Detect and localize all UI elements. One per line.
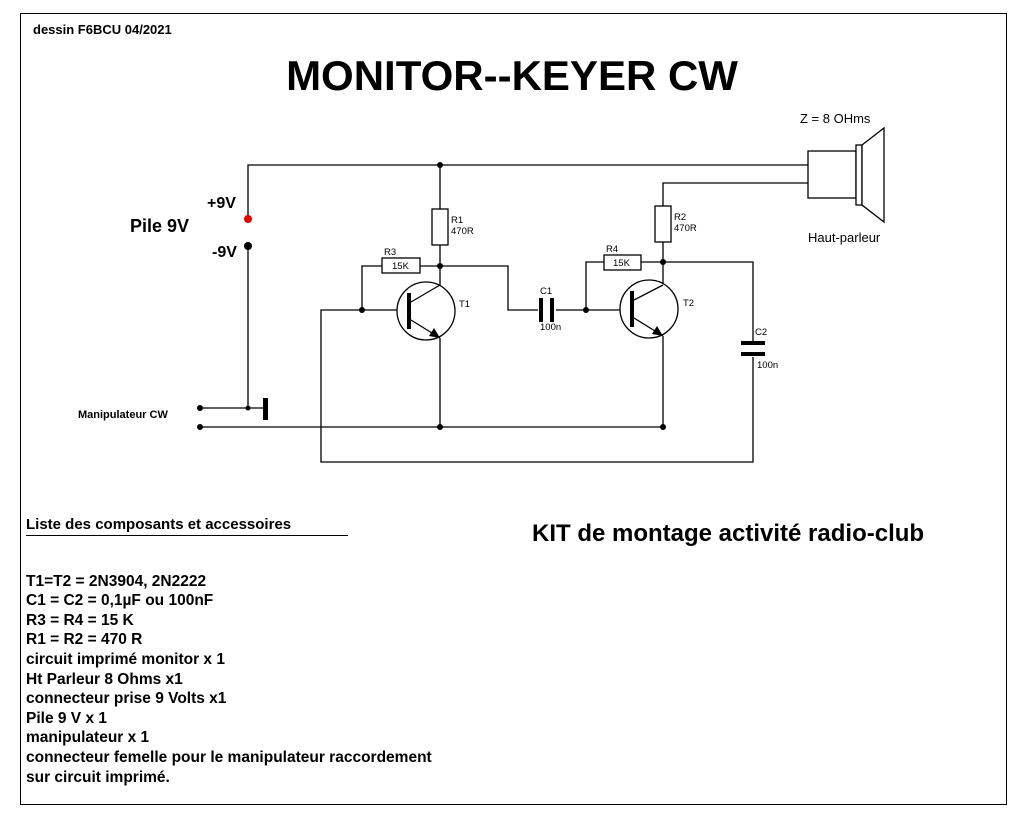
parts-list-item: connecteur prise 9 Volts x1 xyxy=(26,690,227,708)
t1-to-c1-wire xyxy=(440,265,538,311)
r2-ref: R2 xyxy=(674,212,686,223)
parts-list-item xyxy=(26,552,432,572)
junction-dot xyxy=(583,307,589,313)
battery-label: Pile 9V xyxy=(130,216,190,236)
transistor-t1 xyxy=(396,281,456,341)
resistor-r3 xyxy=(381,257,421,274)
r2-value: 470R xyxy=(674,223,697,234)
junction-dot xyxy=(437,263,443,269)
capacitor-c2-plate xyxy=(741,341,765,345)
drawing-credit: dessin F6BCU 04/2021 xyxy=(33,22,172,37)
capacitor-c1-plate xyxy=(550,298,554,322)
parts-list-item: sur circuit imprimé. xyxy=(26,768,170,786)
drawing-frame xyxy=(20,13,1007,805)
parts-list-item: Ht Parleur 8 Ohms x1 xyxy=(26,670,183,688)
t1-ref: T1 xyxy=(459,299,470,310)
c1-value: 100n xyxy=(540,322,561,333)
page-title: MONITOR--KEYER CW xyxy=(286,52,738,99)
junction-dot xyxy=(660,424,666,430)
speaker-impedance: Z = 8 OHms xyxy=(800,111,871,126)
r4-left-wire xyxy=(585,261,604,310)
parts-heading: Liste des composants et accessoires xyxy=(26,516,292,533)
junction-dot xyxy=(245,405,251,411)
junction-dot xyxy=(359,307,365,313)
parts-list-item: connecteur femelle pour le manipulateur … xyxy=(26,748,432,766)
parts-list-item: T1=T2 = 2N3904, 2N2222 xyxy=(26,572,207,590)
positive-label: +9V xyxy=(207,195,236,212)
top-rail-wire xyxy=(247,164,808,219)
resistor-r2 xyxy=(654,205,672,243)
r2-top-wire xyxy=(662,182,808,206)
junction-dot xyxy=(437,162,443,168)
junction-dot xyxy=(660,259,666,265)
key-contact-icon xyxy=(263,398,268,420)
junction-dot xyxy=(437,424,443,430)
parts-list-item: Pile 9 V x 1 xyxy=(26,709,107,727)
r4-value: 15K xyxy=(613,258,631,269)
r1-ref: R1 xyxy=(451,215,463,226)
r3-value: 15K xyxy=(392,261,410,272)
t2-ref: T2 xyxy=(683,298,694,309)
transistor-t2 xyxy=(619,279,679,339)
wires xyxy=(200,164,808,463)
r4-ref: R4 xyxy=(606,244,618,255)
positive-terminal xyxy=(244,215,252,223)
parts-list-item: R1 = R2 = 470 R xyxy=(26,631,143,649)
speaker-icon xyxy=(807,126,885,224)
speaker-label: Haut-parleur xyxy=(808,230,881,245)
resistor-r4 xyxy=(603,254,642,271)
kit-caption: KIT de montage activité radio-club xyxy=(532,520,925,547)
capacitor-c2-plate xyxy=(741,352,765,356)
key-label: Manipulateur CW xyxy=(78,409,168,421)
t2-to-c2-wire xyxy=(663,261,754,342)
parts-list-item: manipulateur x 1 xyxy=(26,729,150,747)
parts-list-item: R3 = R4 = 15 K xyxy=(26,611,134,629)
key-terminal xyxy=(197,424,203,430)
negative-label: -9V xyxy=(212,244,237,261)
c1-ref: C1 xyxy=(540,286,552,297)
c2-ref: C2 xyxy=(755,327,767,338)
resistor-r1 xyxy=(431,208,449,246)
negative-terminal xyxy=(244,242,252,250)
parts-list-item: C1 = C2 = 0,1µF ou 100nF xyxy=(26,592,214,610)
c2-value: 100n xyxy=(757,360,778,371)
feedback-loop-wire xyxy=(320,309,754,463)
r3-ref: R3 xyxy=(384,247,396,258)
r3-left-wire xyxy=(361,265,382,310)
parts-heading-underline xyxy=(26,535,348,536)
r1-value: 470R xyxy=(451,226,474,237)
key-terminal xyxy=(197,405,203,411)
parts-list-item: circuit imprimé monitor x 1 xyxy=(26,650,225,668)
capacitor-c1-plate xyxy=(539,298,543,322)
junctions xyxy=(197,162,666,430)
parts-list: T1=T2 = 2N3904, 2N2222 C1 = C2 = 0,1µF o… xyxy=(26,552,432,787)
